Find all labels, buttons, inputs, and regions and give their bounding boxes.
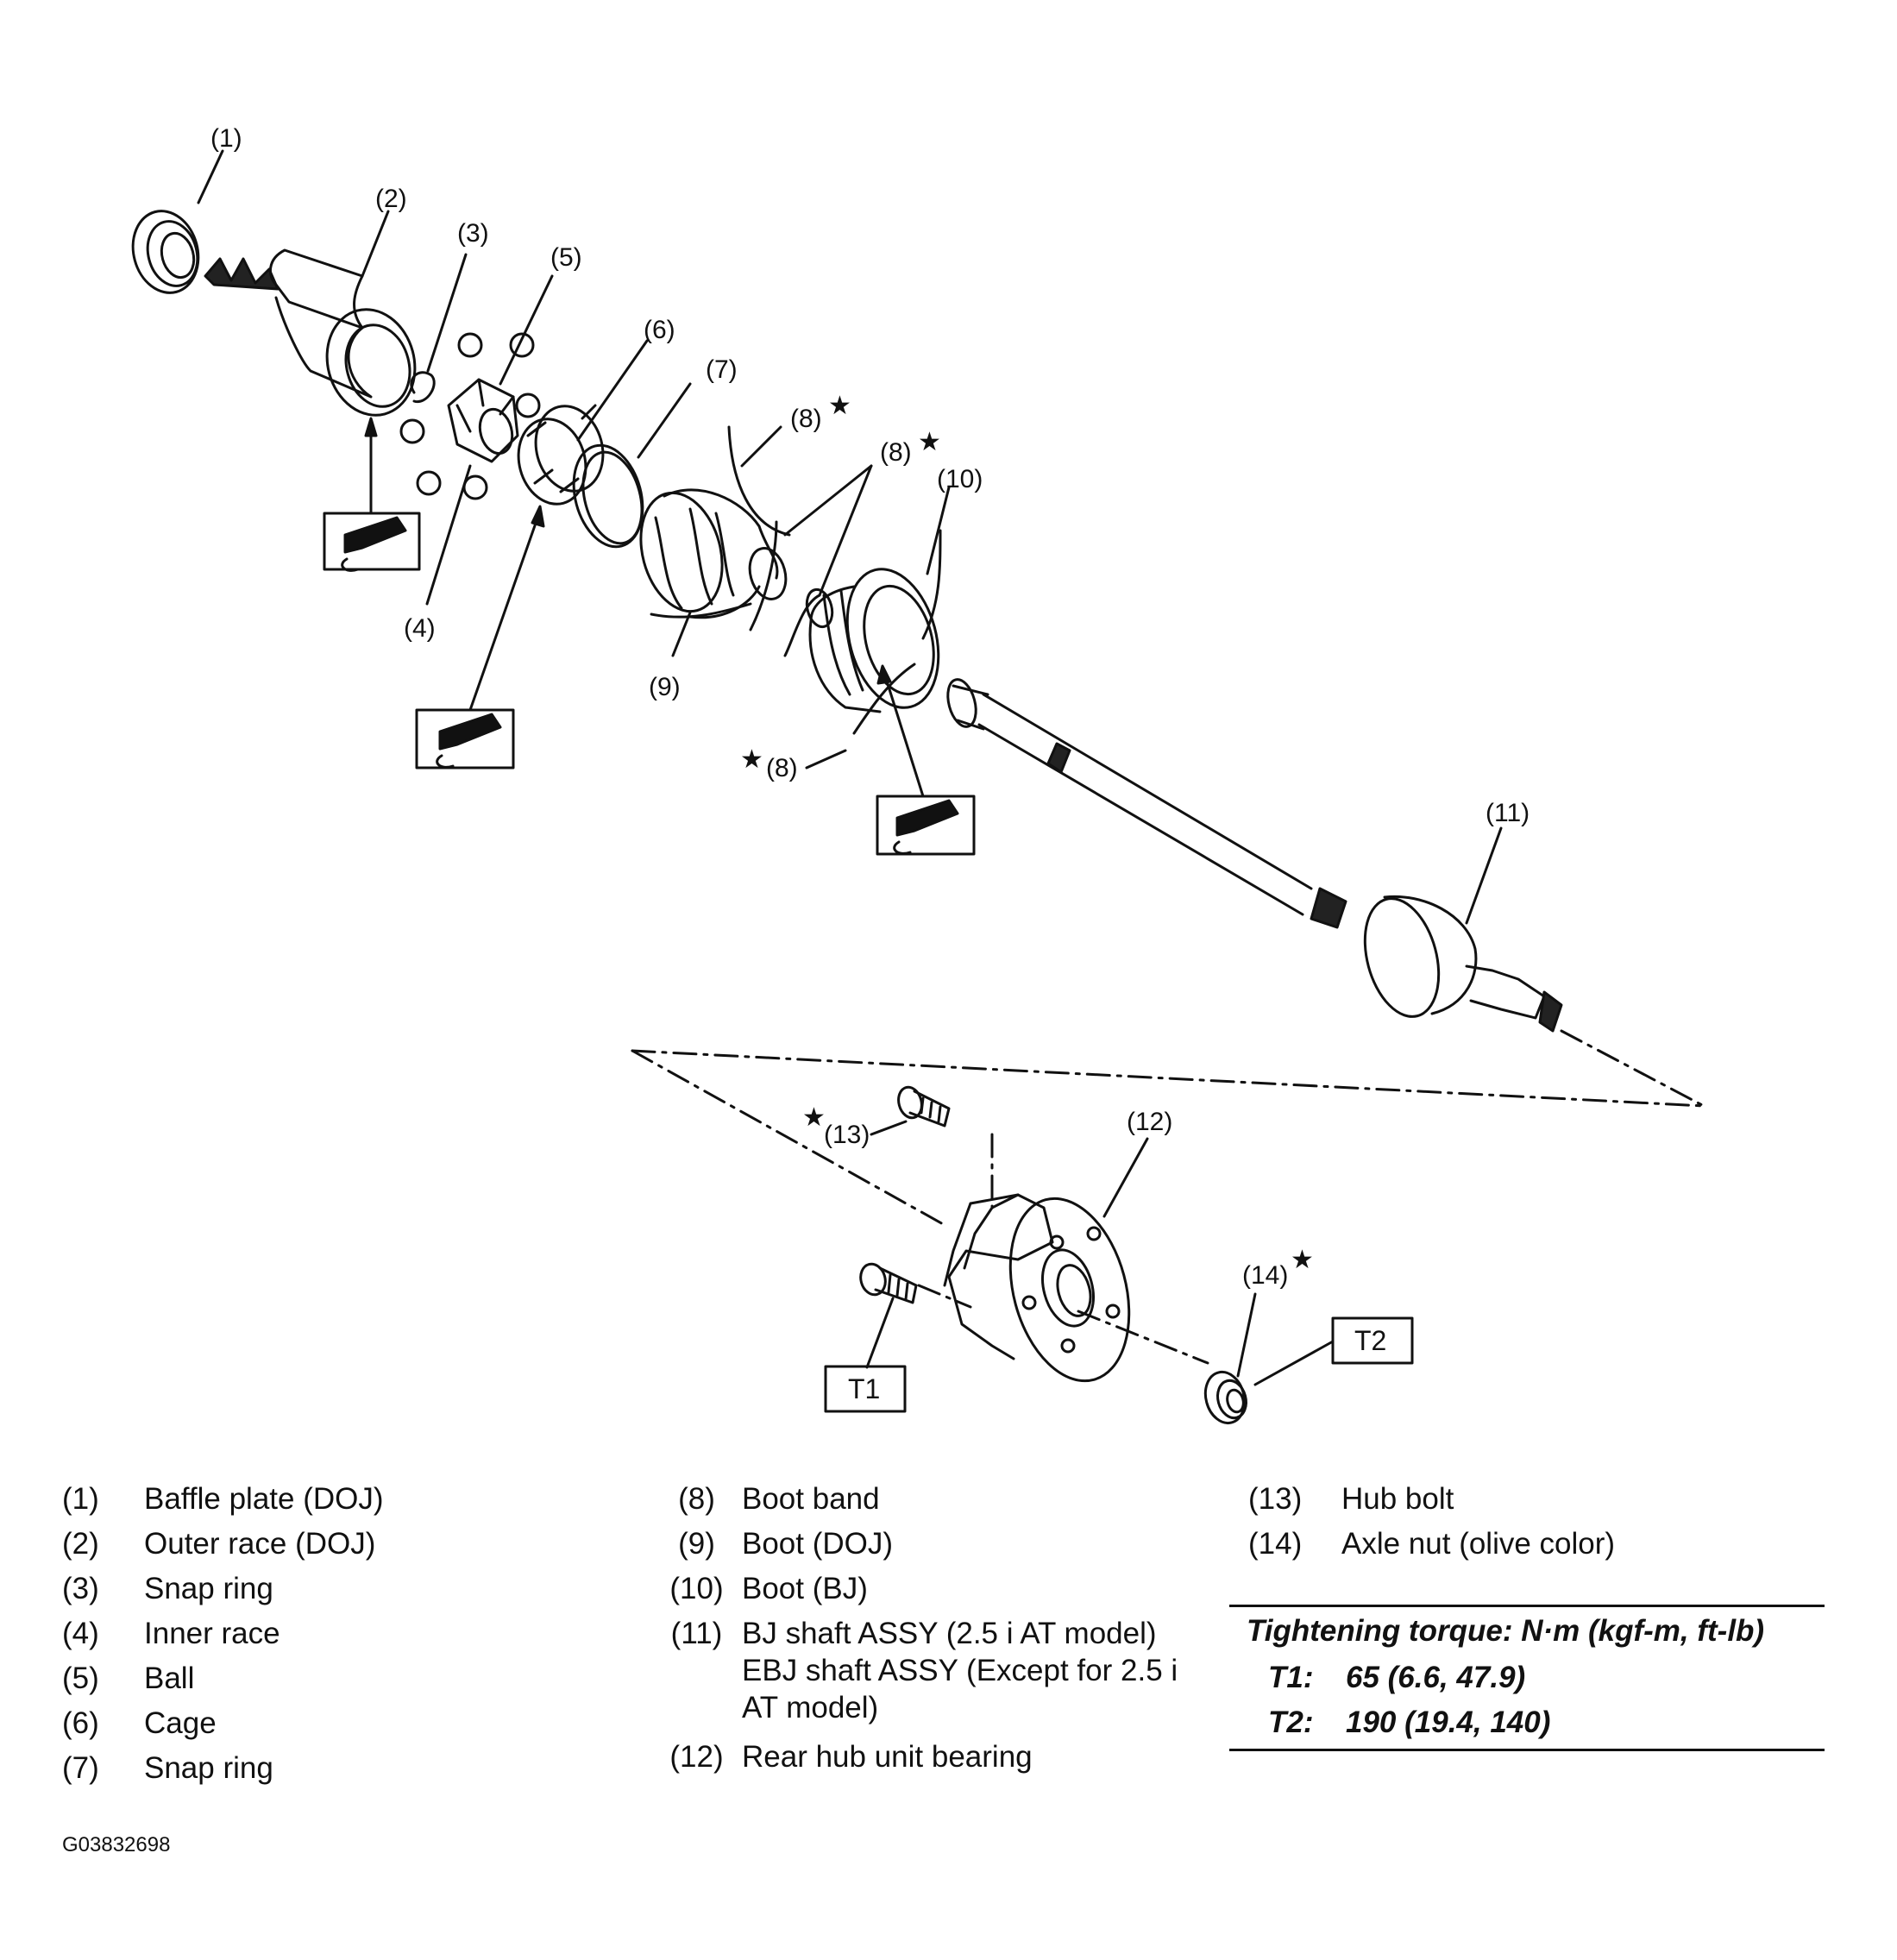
leader-13: [870, 1120, 908, 1136]
leader-14: [1236, 1292, 1257, 1378]
legend-item: (8)Boot band: [678, 1482, 880, 1516]
torque-heading: Tightening torque: N·m (kgf-m, ft-lb): [1247, 1614, 1765, 1648]
legend-item: (6)Cage: [62, 1706, 217, 1740]
baffle-plate-part: [131, 210, 200, 294]
axle-nut-part: [1203, 1370, 1247, 1425]
t2-label: T2: [1354, 1325, 1386, 1356]
leader-t2: [1253, 1340, 1335, 1386]
boot-doj-part: [639, 488, 788, 619]
legend-item: (7)Snap ring: [62, 1751, 273, 1785]
leader-2: [361, 210, 390, 278]
leader-8c: [805, 749, 847, 770]
t1-box: [824, 1365, 907, 1413]
grease-box-3: [876, 795, 976, 856]
snap-ring-2-part: [572, 443, 644, 549]
callout-2: (2): [375, 185, 407, 213]
leader-8b1: [783, 464, 873, 537]
callout-14: (14): [1242, 1261, 1288, 1290]
hub-bolt-part: [897, 1085, 951, 1128]
boot-bj-part: [805, 568, 940, 713]
star-icon: ★: [918, 428, 941, 456]
star-icon: ★: [802, 1103, 826, 1132]
driveshaft-exploded-diagram: (1) (2) (3) (4) (5) (6) (7) (8) (8) (8) …: [131, 124, 1705, 1425]
leader-8a: [740, 425, 782, 468]
t2-box: [1331, 1316, 1414, 1365]
torque-row-t2: T2:190 (19.4, 140): [1268, 1706, 1551, 1739]
leader-3: [426, 253, 468, 373]
legend-col-2: (8)Boot band (9)Boot (DOJ) (10)Boot (BJ)…: [651, 1477, 1178, 1780]
grease-box-1: [323, 512, 421, 572]
callout-3: (3): [457, 219, 489, 248]
grease-arrow-3: [883, 671, 925, 798]
legend-item: (13)Hub bolt: [1248, 1482, 1454, 1516]
legend-item: (5)Ball: [62, 1662, 195, 1695]
legend-item: (4)Inner race: [62, 1617, 280, 1650]
leader-6: [576, 339, 649, 442]
leader-12: [1102, 1137, 1149, 1218]
torque-row-t1: T1:65 (6.6, 47.9): [1268, 1661, 1526, 1694]
leader-5: [499, 274, 554, 386]
figure-id: G03832698: [62, 1833, 171, 1856]
snap-ring-part: [410, 371, 436, 404]
grease-box-2: [415, 708, 515, 770]
legend-col-3: (13)Hub bolt (14)Axle nut (olive color): [1248, 1477, 1615, 1567]
callout-4: (4): [404, 614, 436, 643]
leader-11: [1465, 826, 1503, 925]
leader-1: [197, 149, 224, 204]
outer-race-part: [204, 248, 417, 417]
callout-8a: (8): [790, 405, 822, 433]
star-icon: ★: [828, 392, 851, 420]
grease-arrow-2: [468, 512, 541, 712]
callout-13: (13): [824, 1121, 870, 1149]
table-rule-bottom: [1229, 1749, 1825, 1751]
boot-band-part: [650, 425, 942, 735]
leader-t1: [865, 1297, 895, 1369]
callout-8c: (8): [766, 754, 798, 782]
callout-8b: (8): [880, 438, 912, 467]
legend-item: (14)Axle nut (olive color): [1248, 1527, 1616, 1561]
ball-part: [399, 332, 541, 500]
table-rule-top: [1229, 1605, 1825, 1607]
leader-9: [671, 611, 692, 657]
callout-6: (6): [644, 316, 675, 344]
legend-item: (12)Rear hub unit bearing: [669, 1740, 1033, 1774]
legend-item: (2)Outer race (DOJ): [62, 1527, 376, 1561]
callout-7: (7): [706, 355, 738, 384]
t1-label: T1: [848, 1373, 880, 1404]
bj-shaft-part: [946, 678, 1563, 1033]
legend-col-1: (1)Baffle plate (DOJ) (2)Outer race (DOJ…: [62, 1477, 384, 1791]
callout-10: (10): [937, 465, 983, 493]
legend-item: (9)Boot (DOJ): [678, 1527, 894, 1561]
leader-10: [926, 486, 951, 575]
callout-12: (12): [1127, 1108, 1172, 1136]
star-icon: ★: [1291, 1246, 1314, 1274]
callout-9: (9): [649, 673, 681, 701]
legend-item: (11) BJ shaft ASSY (2.5 i AT model) EBJ …: [670, 1617, 1178, 1724]
leader-8b2: [818, 464, 873, 597]
callout-1: (1): [210, 124, 242, 153]
leader-4: [425, 464, 472, 606]
tightening-torque-table: Tightening torque: N·m (kgf-m, ft-lb) T1…: [1229, 1605, 1825, 1751]
star-icon: ★: [740, 745, 763, 774]
legend-item: (1)Baffle plate (DOJ): [62, 1482, 384, 1516]
rear-hub-unit-bearing-part: [943, 1193, 1131, 1383]
leader-7: [637, 382, 692, 459]
legend-item: (10)Boot (BJ): [669, 1572, 868, 1605]
legend-item: (3)Snap ring: [62, 1572, 273, 1605]
extension-lines: [631, 1029, 1705, 1365]
mount-bolt-part: [859, 1262, 918, 1304]
callout-5: (5): [550, 243, 582, 272]
inner-race-part: [447, 378, 519, 463]
callout-11: (11): [1486, 799, 1530, 827]
